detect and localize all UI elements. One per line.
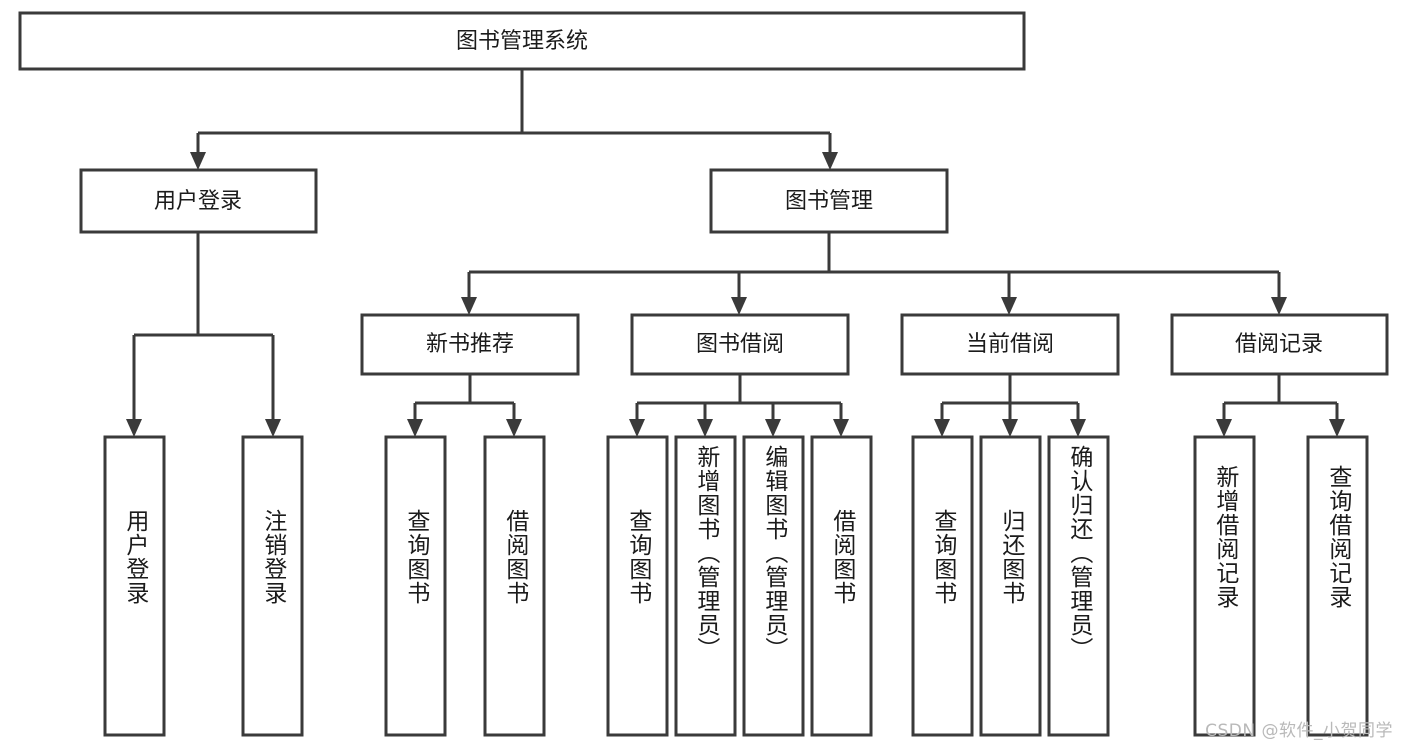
connector-root-to-level2 xyxy=(190,69,838,170)
node-current-borrow[interactable]: 当前借阅 xyxy=(900,313,1120,376)
node-new-book-recommend[interactable]: 新书推荐 xyxy=(360,313,580,376)
arrow-to-book-manage xyxy=(822,152,838,170)
connector-book-borrow-to-leaves xyxy=(629,374,849,437)
arrow-to-leaf-confirm-return xyxy=(1070,419,1086,437)
arrow-to-leaf-add-record xyxy=(1216,419,1232,437)
node-root[interactable]: 图书管理系统 xyxy=(18,11,1026,71)
leaf-box-return-book[interactable] xyxy=(979,435,1042,737)
node-book-borrow-label: 图书借阅 xyxy=(696,332,784,357)
arrow-to-current-borrow xyxy=(1001,297,1017,315)
connector-borrow-record-to-leaves xyxy=(1216,374,1345,437)
connector-new-book-recommend-to-leaves xyxy=(407,374,522,437)
arrow-to-leaf-user-login xyxy=(126,419,142,437)
arrow-to-user-login xyxy=(190,152,206,170)
leaf-box-query-book-3[interactable] xyxy=(911,435,974,737)
arrow-to-leaf-query-book-1 xyxy=(407,419,423,437)
node-current-borrow-box xyxy=(900,313,1120,376)
arrow-to-leaf-borrow-book-2 xyxy=(833,419,849,437)
node-user-login-label: 用户登录 xyxy=(154,189,242,214)
leaf-box-query-book-2[interactable] xyxy=(606,435,669,737)
arrow-to-leaf-query-record xyxy=(1329,419,1345,437)
node-root-label: 图书管理系统 xyxy=(456,29,588,54)
leaf-box-logout[interactable] xyxy=(241,435,304,737)
arrow-to-borrow-record xyxy=(1271,297,1287,315)
arrow-to-leaf-borrow-book-1 xyxy=(506,419,522,437)
node-new-book-recommend-label: 新书推荐 xyxy=(426,332,514,357)
node-user-login[interactable]: 用户登录 xyxy=(79,168,318,234)
node-book-manage-label: 图书管理 xyxy=(785,189,873,214)
leaf-box-edit-book[interactable] xyxy=(742,435,805,737)
leaf-box-borrow-book-1[interactable] xyxy=(483,435,546,737)
leaf-box-query-record[interactable] xyxy=(1306,435,1369,737)
node-user-login-box xyxy=(79,168,318,234)
arrow-to-leaf-edit-book xyxy=(765,419,781,437)
connector-current-borrow-to-leaves xyxy=(934,374,1086,437)
node-borrow-record[interactable]: 借阅记录 xyxy=(1170,313,1389,376)
connector-user-login-to-leaves xyxy=(126,232,281,437)
node-book-borrow[interactable]: 图书借阅 xyxy=(630,313,850,376)
leaf-box-add-record[interactable] xyxy=(1193,435,1256,737)
leaf-box-borrow-book-2[interactable] xyxy=(810,435,873,737)
leaf-box-user-login[interactable] xyxy=(103,435,166,737)
arrow-to-leaf-query-book-2 xyxy=(629,419,645,437)
arrow-to-new-book-recommend xyxy=(461,297,477,315)
node-borrow-record-label: 借阅记录 xyxy=(1235,332,1323,357)
node-root-box xyxy=(18,11,1026,71)
arrow-to-leaf-logout xyxy=(265,419,281,437)
arrow-to-leaf-query-book-3 xyxy=(934,419,950,437)
leaf-box-query-book-1[interactable] xyxy=(384,435,447,737)
leaf-box-add-book[interactable] xyxy=(674,435,737,737)
connector-book-manage-to-level3 xyxy=(461,232,1287,315)
arrow-to-book-borrow xyxy=(731,297,747,315)
node-new-book-recommend-box xyxy=(360,313,580,376)
arrow-to-leaf-return-book xyxy=(1002,419,1018,437)
leaf-box-confirm-return[interactable] xyxy=(1047,435,1110,737)
arrow-to-leaf-add-book xyxy=(697,419,713,437)
node-current-borrow-label: 当前借阅 xyxy=(966,332,1054,357)
csdn-watermark: CSDN @软件_小贺同学 xyxy=(1205,721,1393,741)
node-book-manage[interactable]: 图书管理 xyxy=(709,168,949,234)
